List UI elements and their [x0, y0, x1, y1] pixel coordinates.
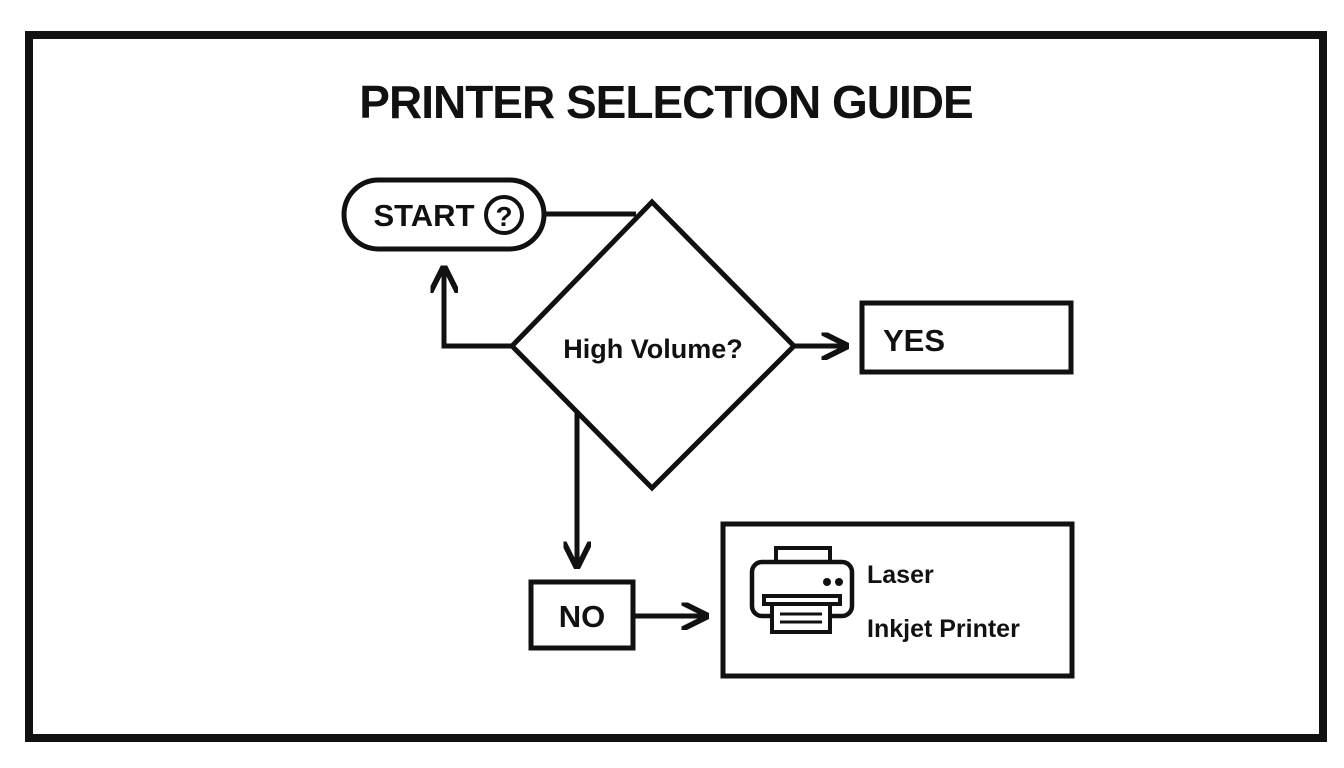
no-label: NO — [559, 599, 606, 634]
decision-node: High Volume? — [508, 198, 798, 492]
start-label: START — [373, 198, 474, 233]
page-title: PRINTER SELECTION GUIDE — [359, 76, 972, 128]
start-node: START ? — [341, 177, 547, 252]
printer-icon — [749, 546, 855, 634]
decision-diamond-shape — [508, 198, 798, 492]
svg-text:?: ? — [495, 201, 512, 232]
result-label-inkjet: Inkjet Printer — [867, 615, 1020, 643]
result-node: Laser Inkjet Printer — [720, 521, 1075, 679]
diagram-frame — [25, 31, 1327, 742]
yes-box-shape — [859, 300, 1074, 375]
yes-node: YES — [859, 300, 1074, 375]
result-label-laser: Laser — [867, 561, 934, 589]
yes-label: YES — [883, 323, 945, 358]
no-node: NO — [528, 579, 636, 651]
decision-label: High Volume? — [563, 334, 743, 364]
no-box-shape — [528, 579, 636, 651]
question-icon: ? — [484, 195, 524, 235]
connector-decision-loop-to-start — [444, 268, 512, 349]
